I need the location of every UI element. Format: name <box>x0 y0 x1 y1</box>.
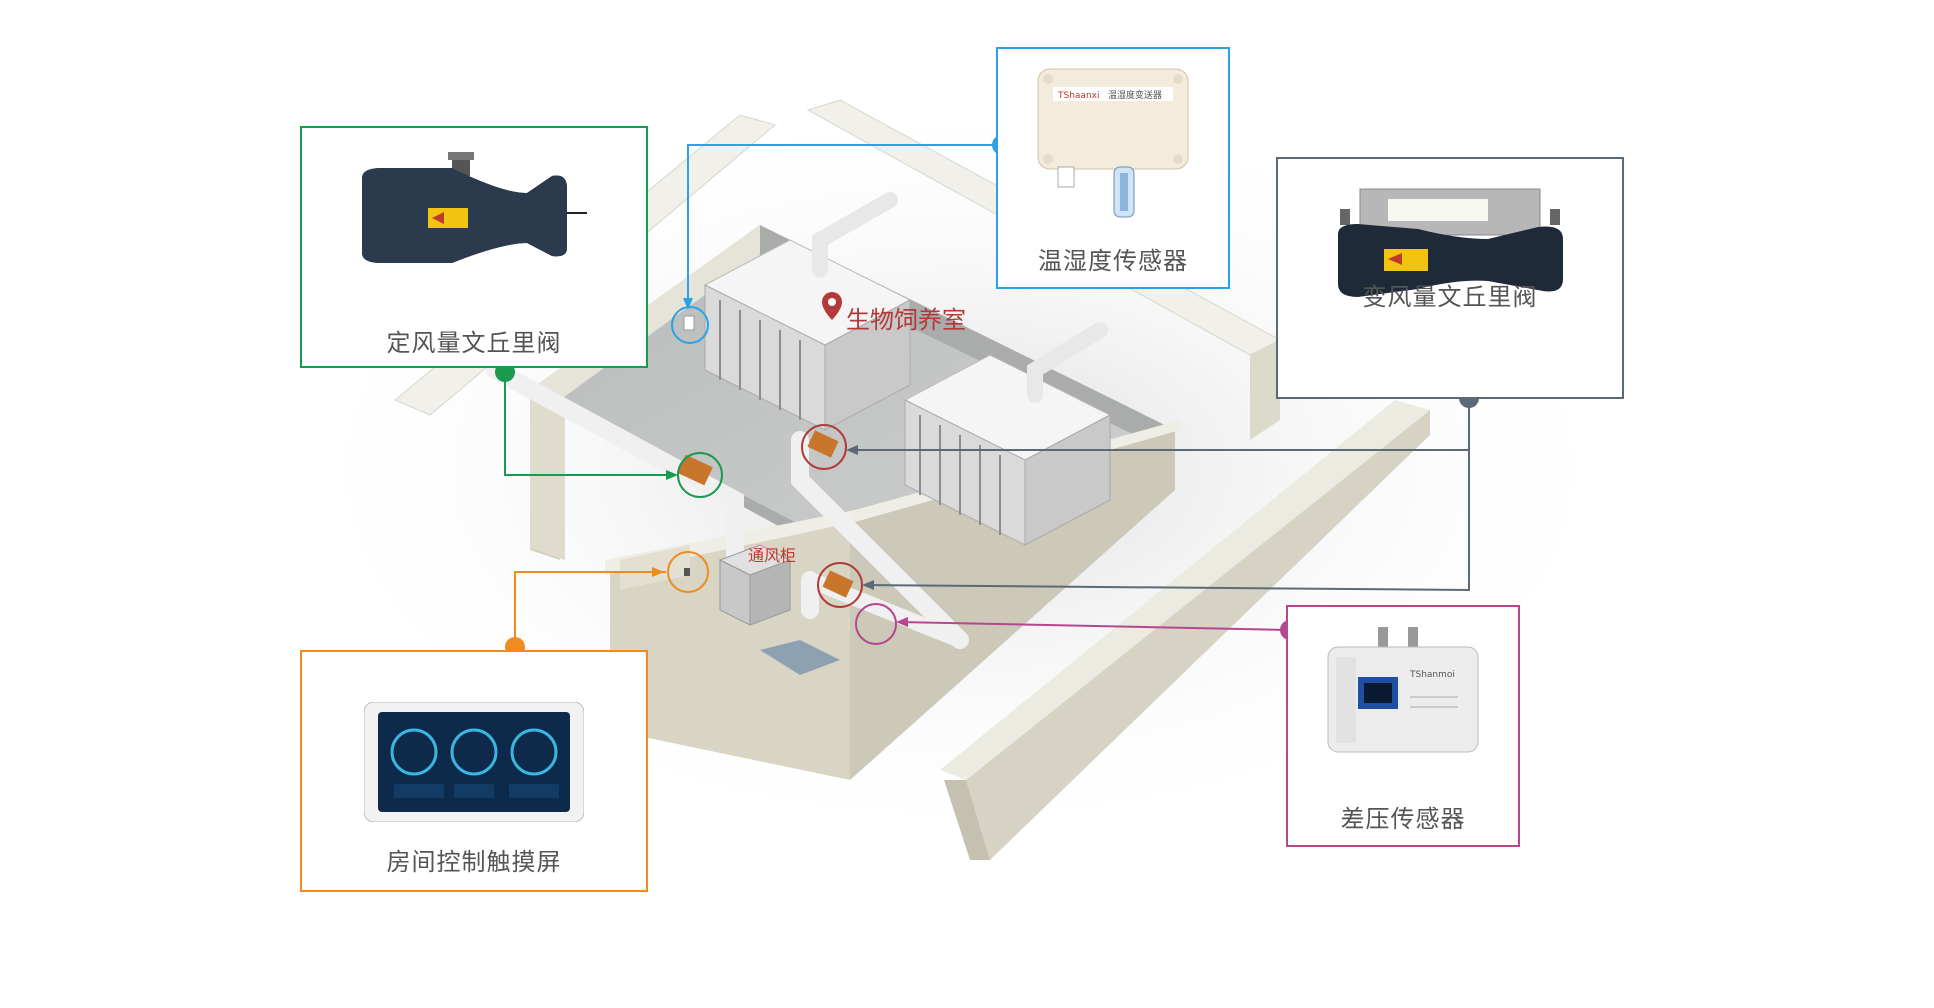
touch-screen-image <box>364 702 584 822</box>
fixed-valve-label: 定风量文丘里阀 <box>386 329 562 357</box>
location-pin-icon <box>822 292 842 320</box>
air-ducts <box>486 192 1108 649</box>
touch-screen-card: 房间控制触摸屏 <box>300 650 648 892</box>
marker-variable-valve-1 <box>801 424 847 470</box>
variable-venturi-valve-card: 变风量文丘里阀 <box>1276 157 1624 399</box>
dp-sensor-card: TShanmoi 差压传感器 <box>1286 605 1520 847</box>
breeding-room-label: 生物饲养室 <box>846 306 966 334</box>
svg-text:TShaanxi: TShaanxi <box>1057 91 1099 101</box>
vent-cabinet-label: 通风柜 <box>748 546 797 565</box>
variable-valve-image <box>1338 188 1563 297</box>
marker-dp-sensor <box>855 603 897 645</box>
cage-cabinet-1 <box>703 239 912 431</box>
connector-lines <box>504 144 1470 647</box>
fixed-venturi-valve-card: 定风量文丘里阀 <box>300 126 648 368</box>
marker-touch-screen <box>667 551 709 593</box>
th-sensor-label: 温湿度传感器 <box>1038 247 1188 275</box>
fume-hood <box>718 544 840 675</box>
marker-th-sensor <box>671 306 709 344</box>
th-sensor-image: TShaanxi 温湿度变送器 <box>1037 68 1189 218</box>
arrowheads <box>652 298 908 627</box>
svg-text:温湿度变送器: 温湿度变送器 <box>1108 89 1162 101</box>
cage-cabinet-2 <box>903 354 1112 546</box>
variable-valve-label: 变风量文丘里阀 <box>1362 283 1538 311</box>
touch-screen-label: 房间控制触摸屏 <box>386 848 562 876</box>
dp-sensor-image: TShanmoi <box>1327 627 1479 753</box>
fixed-valve-image <box>362 152 587 263</box>
outer-wall <box>940 400 1430 860</box>
svg-text:TShanmoi: TShanmoi <box>1409 670 1455 680</box>
th-sensor-card: TShaanxi 温湿度变送器 温湿度传感器 <box>996 47 1230 289</box>
dp-sensor-label: 差压传感器 <box>1340 805 1466 833</box>
